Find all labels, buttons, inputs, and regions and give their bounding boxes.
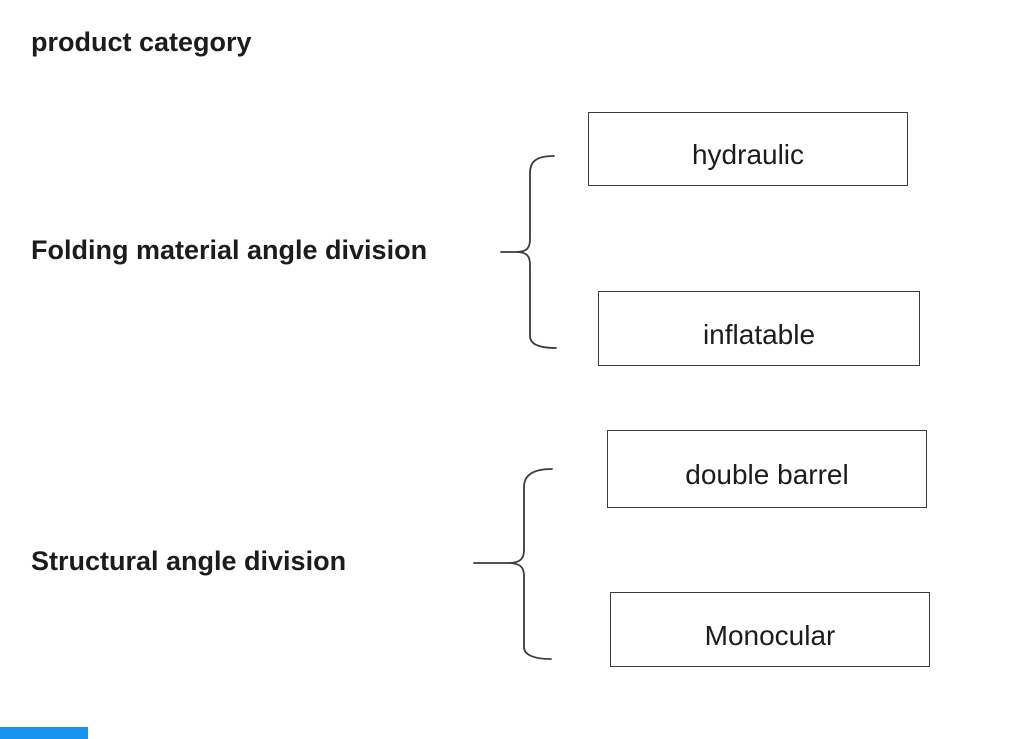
node-hydraulic: hydraulic	[588, 112, 908, 186]
group-label-structural: Structural angle division	[31, 546, 347, 576]
node-double-barrel: double barrel	[607, 430, 927, 508]
group-label-folding-material: Folding material angle division	[31, 235, 428, 265]
blue-accent-bar	[0, 727, 88, 739]
page-title: product category	[31, 27, 252, 57]
node-inflatable: inflatable	[598, 291, 920, 366]
curly-brace-folding-icon	[515, 155, 557, 349]
curly-brace-structural-icon	[507, 468, 553, 660]
node-monocular: Monocular	[610, 592, 930, 667]
